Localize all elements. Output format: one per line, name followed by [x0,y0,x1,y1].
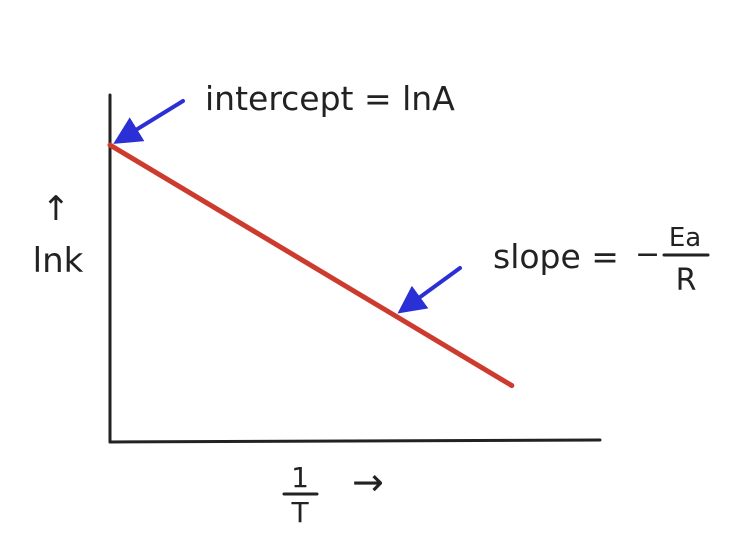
series-line [107,142,515,389]
y-axis-label: lnk [33,241,84,281]
x-axis-right-arrow: → [352,460,384,504]
x-axis-label-denominator: T [290,496,309,529]
x-axis-label-numerator: 1 [291,461,309,494]
y-axis-up-arrow: ↑ [42,189,71,229]
slope-annotation-numerator: Ea [669,223,701,253]
x-axis [108,438,602,444]
slope-annotation-sign: − [635,237,660,272]
slope-annotation-prefix: slope = [493,237,619,276]
slope-arrow [397,266,462,314]
intercept-annotation: intercept = lnA [205,79,455,118]
slope-annotation-denominator: R [676,263,697,298]
intercept-arrow [113,99,185,144]
